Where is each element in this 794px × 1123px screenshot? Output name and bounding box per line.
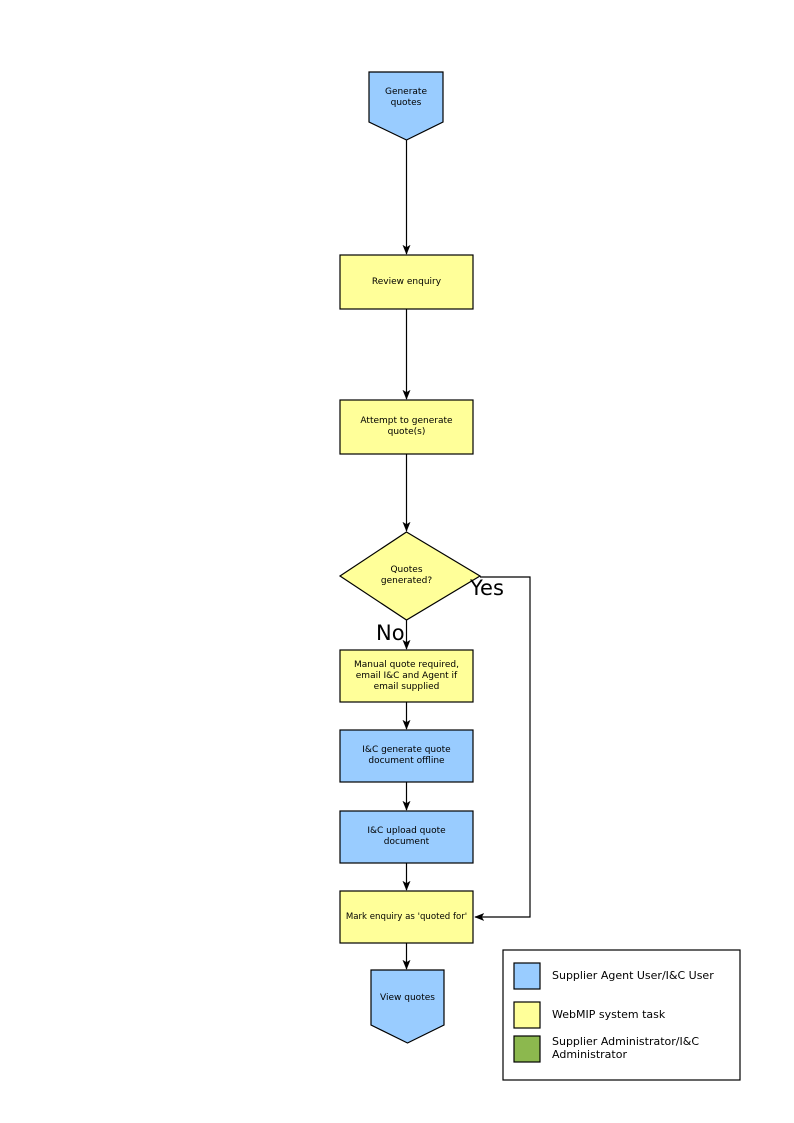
connector-decision-yes-to-mark	[474, 576, 531, 921]
legend-label-user-task: Supplier Agent User/I&C User	[552, 969, 714, 982]
legend-swatch-admin-task	[513, 1035, 541, 1063]
node-attempt-generate-quotes[interactable]	[339, 399, 474, 455]
node-mark-enquiry-quoted-for[interactable]	[339, 890, 474, 944]
edge-label-no: No	[376, 621, 405, 645]
node-quotes-generated-decision[interactable]	[338, 531, 482, 621]
legend-swatch-system-task	[513, 1001, 541, 1029]
node-generate-quotes[interactable]	[368, 71, 444, 141]
legend-label-admin-task: Supplier Administrator/I&C Administrator	[552, 1035, 700, 1061]
node-ic-upload-quote-document[interactable]	[339, 810, 474, 864]
node-manual-quote-required[interactable]	[339, 649, 474, 703]
edge-label-yes: Yes	[470, 576, 504, 600]
node-ic-generate-quote-offline[interactable]	[339, 729, 474, 783]
node-view-quotes[interactable]	[370, 969, 445, 1044]
legend-box	[502, 949, 741, 1081]
legend-swatch-user-task	[513, 962, 541, 990]
node-review-enquiry[interactable]	[339, 254, 474, 310]
legend-label-system-task: WebMIP system task	[552, 1008, 666, 1021]
